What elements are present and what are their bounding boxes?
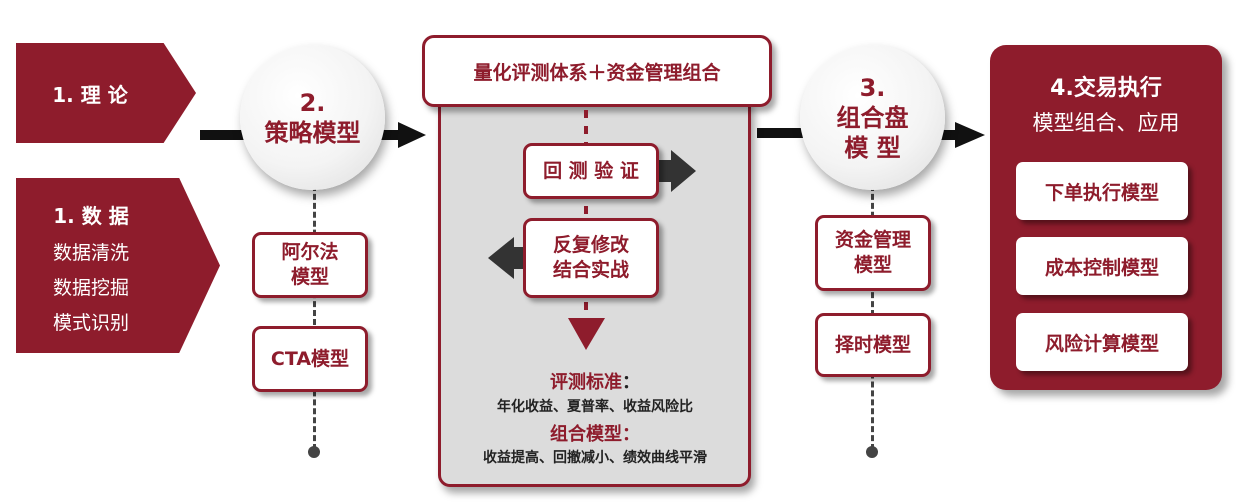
alpha-model-box: 阿尔法 模型 — [252, 232, 368, 298]
data-item-2: 数据挖掘 — [52, 277, 129, 299]
strategy-dashed-line — [313, 185, 316, 450]
risk-calculation-model: 风险计算模型 — [1016, 313, 1188, 371]
theory-label: 1. 理 论 — [52, 82, 128, 107]
portfolio-line1: 组合盘 — [836, 103, 909, 132]
criteria-heading: 评测标准： — [440, 368, 750, 394]
portfolio-number: 3. — [859, 73, 886, 102]
portfolio-circle: 3. 组合盘 模 型 — [800, 45, 945, 190]
strategy-end-dot — [308, 446, 320, 458]
risk-calculation-label: 风险计算模型 — [1044, 332, 1159, 355]
cta-model-box: CTA模型 — [252, 326, 368, 392]
criteria-colon: ： — [622, 372, 640, 393]
data-item-3: 模式识别 — [52, 312, 129, 334]
backtest-label: 回 测 验 证 — [543, 159, 639, 182]
portfolio-line2: 模 型 — [844, 133, 901, 162]
execution-subtitle: 模型组合、应用 — [1032, 111, 1180, 135]
cost-control-model: 成本控制模型 — [1016, 237, 1188, 295]
combo-title: 组合模型： — [550, 424, 640, 445]
arrow-head-4 — [955, 122, 985, 148]
execution-title: 4.交易执行 — [1050, 76, 1162, 101]
strategy-circle: 2. 策略模型 — [240, 45, 385, 190]
alpha-model-label: 阿尔法 模型 — [281, 241, 339, 288]
center-title-box: 量化评测体系＋资金管理组合 — [422, 35, 772, 107]
data-title: 1. 数 据 — [53, 204, 129, 228]
theory-box: 1. 理 论 — [16, 43, 196, 143]
portfolio-end-dot — [866, 446, 878, 458]
cost-control-label: 成本控制模型 — [1044, 256, 1159, 279]
order-execution-label: 下单执行模型 — [1044, 181, 1159, 204]
criteria-title: 评测标准 — [550, 372, 622, 393]
revise-box: 反复修改 结合实战 — [523, 218, 659, 298]
data-box: 1. 数 据 数据清洗 数据挖掘 模式识别 — [16, 178, 220, 353]
cta-model-label: CTA模型 — [270, 347, 350, 370]
strategy-label: 策略模型 — [264, 118, 361, 147]
capital-model-label: 资金管理 模型 — [834, 229, 911, 276]
order-execution-model: 下单执行模型 — [1016, 162, 1188, 220]
combo-text: 收益提高、回撤减小、绩效曲线平滑 — [483, 450, 707, 466]
arrow-head-2 — [398, 122, 426, 148]
capital-model-box: 资金管理 模型 — [815, 215, 931, 291]
timing-model-box: 择时模型 — [815, 313, 931, 377]
data-item-1: 数据清洗 — [52, 242, 129, 264]
timing-model-label: 择时模型 — [834, 333, 911, 356]
revise-label: 反复修改 结合实战 — [552, 234, 629, 281]
backtest-box: 回 测 验 证 — [523, 143, 659, 199]
execution-panel: 4.交易执行 模型组合、应用 下单执行模型 成本控制模型 风险计算模型 — [990, 45, 1222, 390]
center-title: 量化评测体系＋资金管理组合 — [473, 61, 721, 84]
strategy-number: 2. — [299, 88, 326, 117]
criteria-text: 年化收益、夏普率、收益风险比 — [497, 399, 693, 415]
